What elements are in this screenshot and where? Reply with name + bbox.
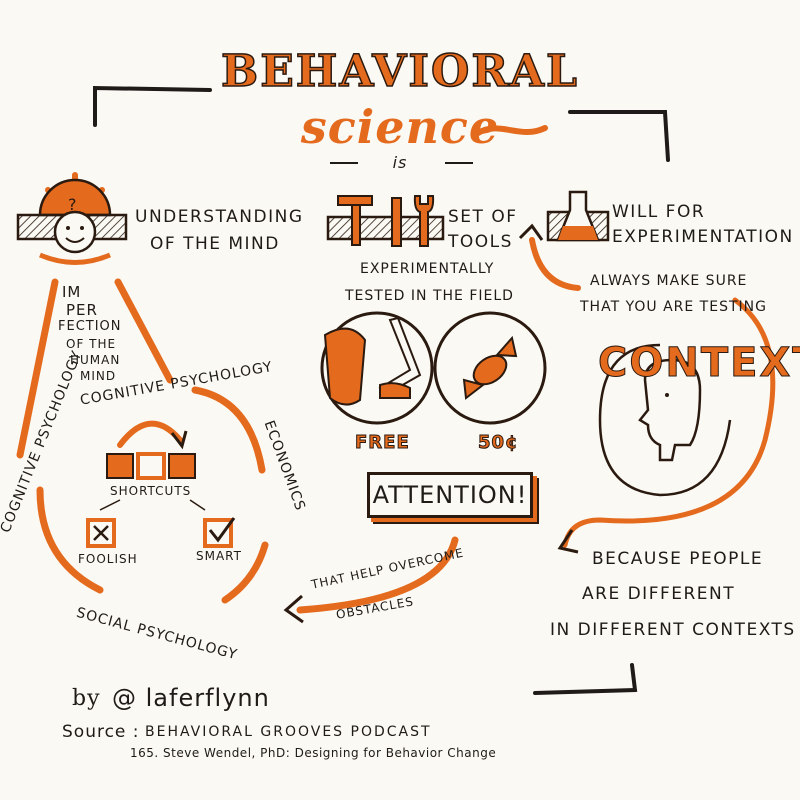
because-line1: BECAUSE PEOPLE [592, 549, 764, 569]
tools-icon [326, 195, 445, 247]
credit-handle: @ laferflynn [112, 684, 270, 712]
imperfection-3: FECTION [58, 319, 122, 334]
context-word: CONTEXT [598, 340, 800, 387]
page-subtitle: science [300, 100, 500, 154]
arrow-overcome [296, 536, 459, 614]
thinking-head-icon: ? [16, 172, 128, 265]
shortcuts-diagram [86, 420, 236, 548]
svg-text:?: ? [68, 195, 77, 214]
price-label: 50¢ [478, 432, 519, 454]
attention-sign: ATTENTION! [367, 472, 533, 518]
imperfection-2: PER [66, 301, 98, 319]
context-figure [598, 343, 732, 497]
subtitle-swash [475, 125, 548, 136]
tested-line1: EXPERIMENTALLY [360, 261, 495, 277]
candy-circle [433, 311, 547, 425]
shortcuts-label: SHORTCUTS [110, 484, 192, 498]
page-title: BEHAVIORAL [220, 45, 579, 98]
arrow-to-tools [529, 237, 581, 291]
is-connector: is [392, 153, 408, 172]
imperfection-6: MIND [80, 369, 117, 383]
experimentation-heading-line1: WILL FOR [612, 202, 706, 222]
imperfection-beam [16, 278, 174, 459]
imperfection-1: IM [62, 283, 82, 301]
imperfection-5: HUMAN [70, 353, 121, 367]
source-label: Source : [62, 722, 140, 742]
source-title: BEHAVIORAL GROOVES PODCAST [145, 724, 432, 740]
always-line2: THAT YOU ARE TESTING [580, 299, 767, 315]
free-circle [320, 311, 434, 425]
credit-by: by [72, 686, 101, 711]
tools-heading-line2: TOOLS [448, 232, 513, 252]
tools-heading-line1: SET OF [448, 207, 518, 227]
source-episode: 165. Steve Wendel, PhD: Designing for Be… [130, 746, 497, 760]
always-line1: ALWAYS MAKE SURE [590, 273, 748, 289]
foolish-label: FOOLISH [78, 552, 138, 566]
mind-heading-line2: OF THE MIND [150, 234, 280, 254]
psychology-circle [36, 386, 269, 604]
experimentation-heading-line2: EXPERIMENTATION [612, 227, 794, 247]
because-line3: IN DIFFERENT CONTEXTS [550, 620, 796, 640]
free-label: FREE [355, 432, 410, 454]
imperfection-4: OF THE [66, 337, 117, 351]
smart-label: SMART [196, 549, 242, 563]
mind-heading-line1: UNDERSTANDING [135, 207, 304, 227]
context-swirl [562, 297, 776, 548]
frame-brackets [93, 85, 670, 695]
because-line2: ARE DIFFERENT [582, 584, 736, 604]
tested-line2: TESTED IN THE FIELD [345, 288, 514, 304]
flask-icon [546, 190, 610, 242]
